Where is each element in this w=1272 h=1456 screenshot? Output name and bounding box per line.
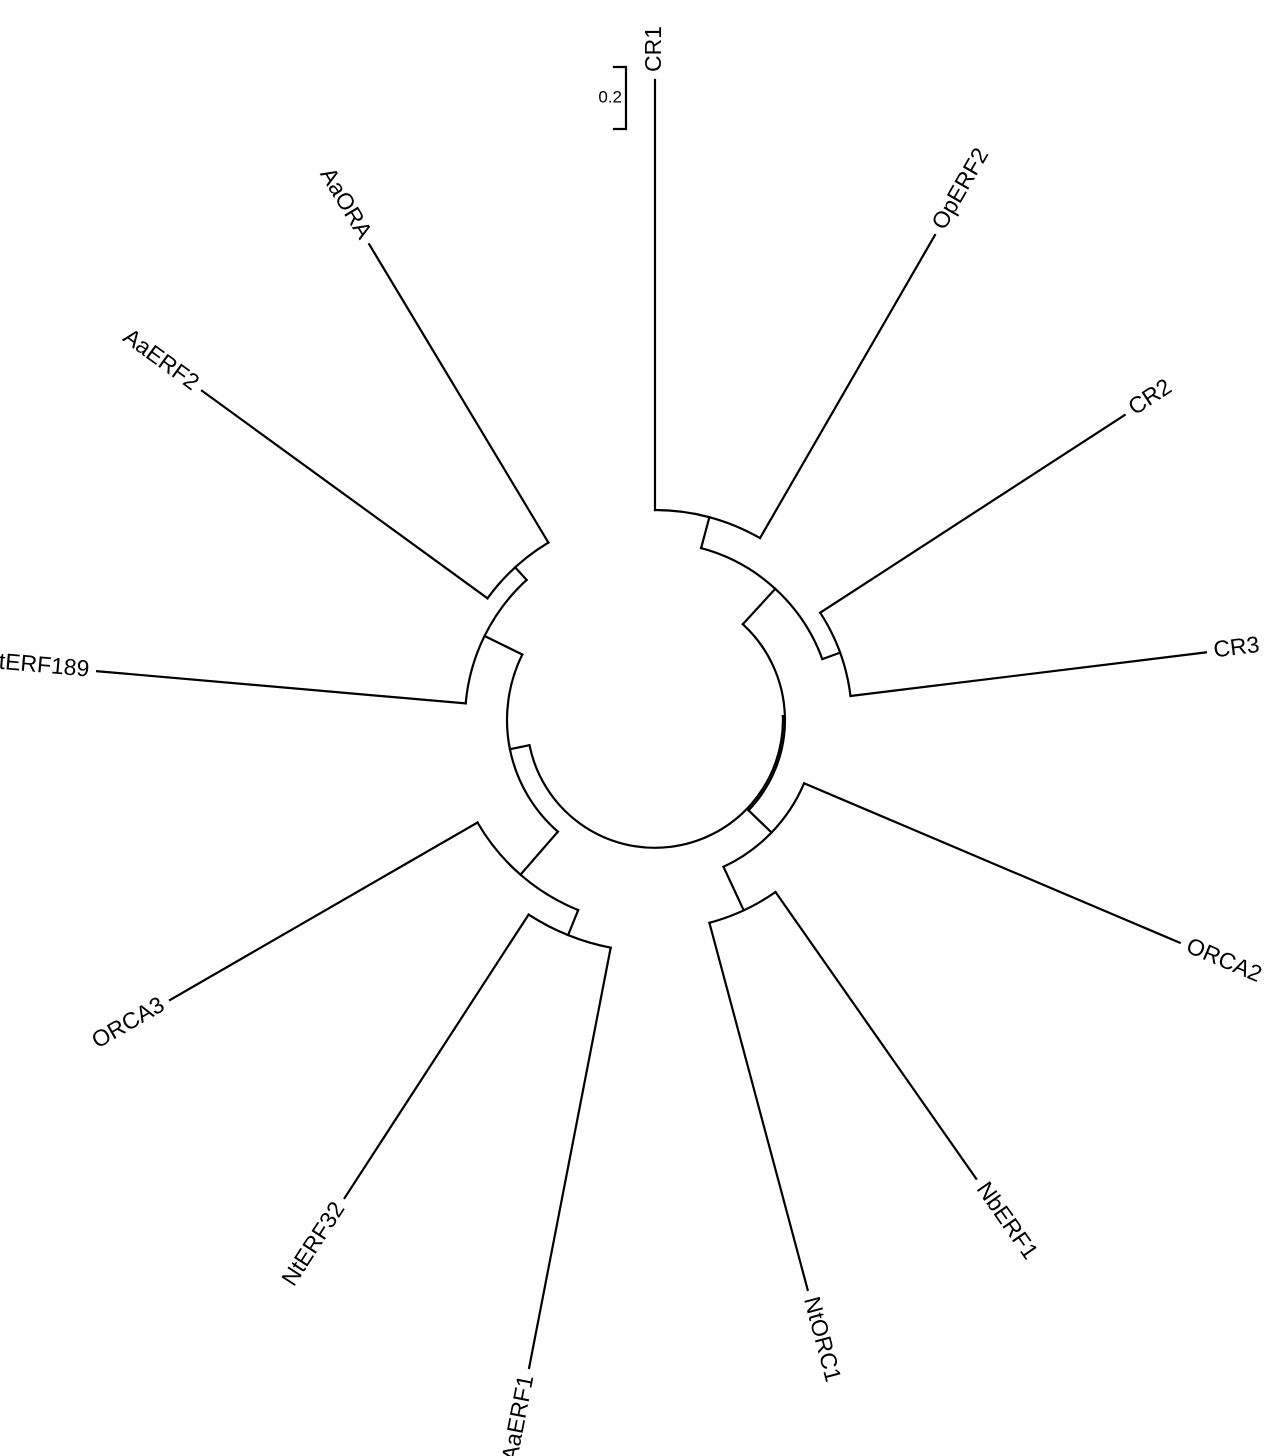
tree-branches [95,78,1208,1370]
leaf-label-nberf1: NbERF1 [972,1177,1044,1264]
leaf-label-aaerf1: AaERF1 [496,1373,538,1456]
branch-n_left [508,743,531,751]
arc-n_left [505,653,560,834]
leaf-label-orca3: ORCA3 [87,991,169,1053]
branch-n_upper_left [483,634,524,656]
branch-NtERF189 [95,670,467,705]
branch-NtERF32 [343,913,531,1200]
branch-NbERF1 [773,890,978,1181]
branch-AaERF1 [527,946,612,1370]
arc-n_orca2_nb [722,781,806,869]
branch-n_cr2_cr3 [820,651,842,661]
arc-n_upper_left [464,578,529,705]
branch-ORCA3 [168,820,480,1002]
leaf-label-aaerf2: AaERF2 [119,323,205,395]
branch-OpERF2 [758,233,937,540]
branch-n_lower_left [518,830,560,877]
leaf-label-orca2: ORCA2 [1183,932,1266,987]
branch-AaERF2 [200,389,490,600]
branch-n_ora_erf2 [513,565,529,582]
leaf-label-cr3: CR3 [1212,631,1261,662]
leaf-label-cr1: CR1 [640,26,666,72]
branch-n_cr1_op [699,515,711,550]
branch-n_cr [741,587,777,626]
branch-n_nb_nt [722,865,746,912]
branch-AaORA [367,242,550,545]
arc-n_cr2_cr3 [818,611,852,698]
branch-CR3 [849,651,1208,698]
arc-n_cr1_op [653,508,762,540]
leaf-label-ntorc1: NtORC1 [799,1294,847,1385]
branch-n_orca2_nb [746,808,774,835]
scale-bar-label: 0.2 [598,87,622,106]
branch-NtORC1 [708,921,810,1292]
arc-n_ora_erf2 [485,541,550,600]
leaf-label-nterf189: NtERF189 [0,646,91,681]
leaf-label-cr2: CR2 [1123,373,1176,420]
scale-bar-line [612,65,628,131]
branch-CR2 [818,413,1127,615]
branch-n_aaerf1_32 [566,908,580,937]
leaf-label-nterf32: NtERF32 [276,1197,349,1290]
leaf-label-aaora: AaORA [315,163,378,244]
arc-n_right [741,622,786,812]
branch-ORCA2 [802,781,1182,945]
arc-n_lower_left [475,820,580,912]
arc-n_aaerf1_32 [527,913,612,949]
arc-n_nb_nt [708,890,778,925]
arc-root [528,714,785,849]
arc-n_cr [699,546,824,661]
leaf-label-operf2: OpERF2 [926,143,993,233]
scale-bar: 0.2 [598,65,628,131]
